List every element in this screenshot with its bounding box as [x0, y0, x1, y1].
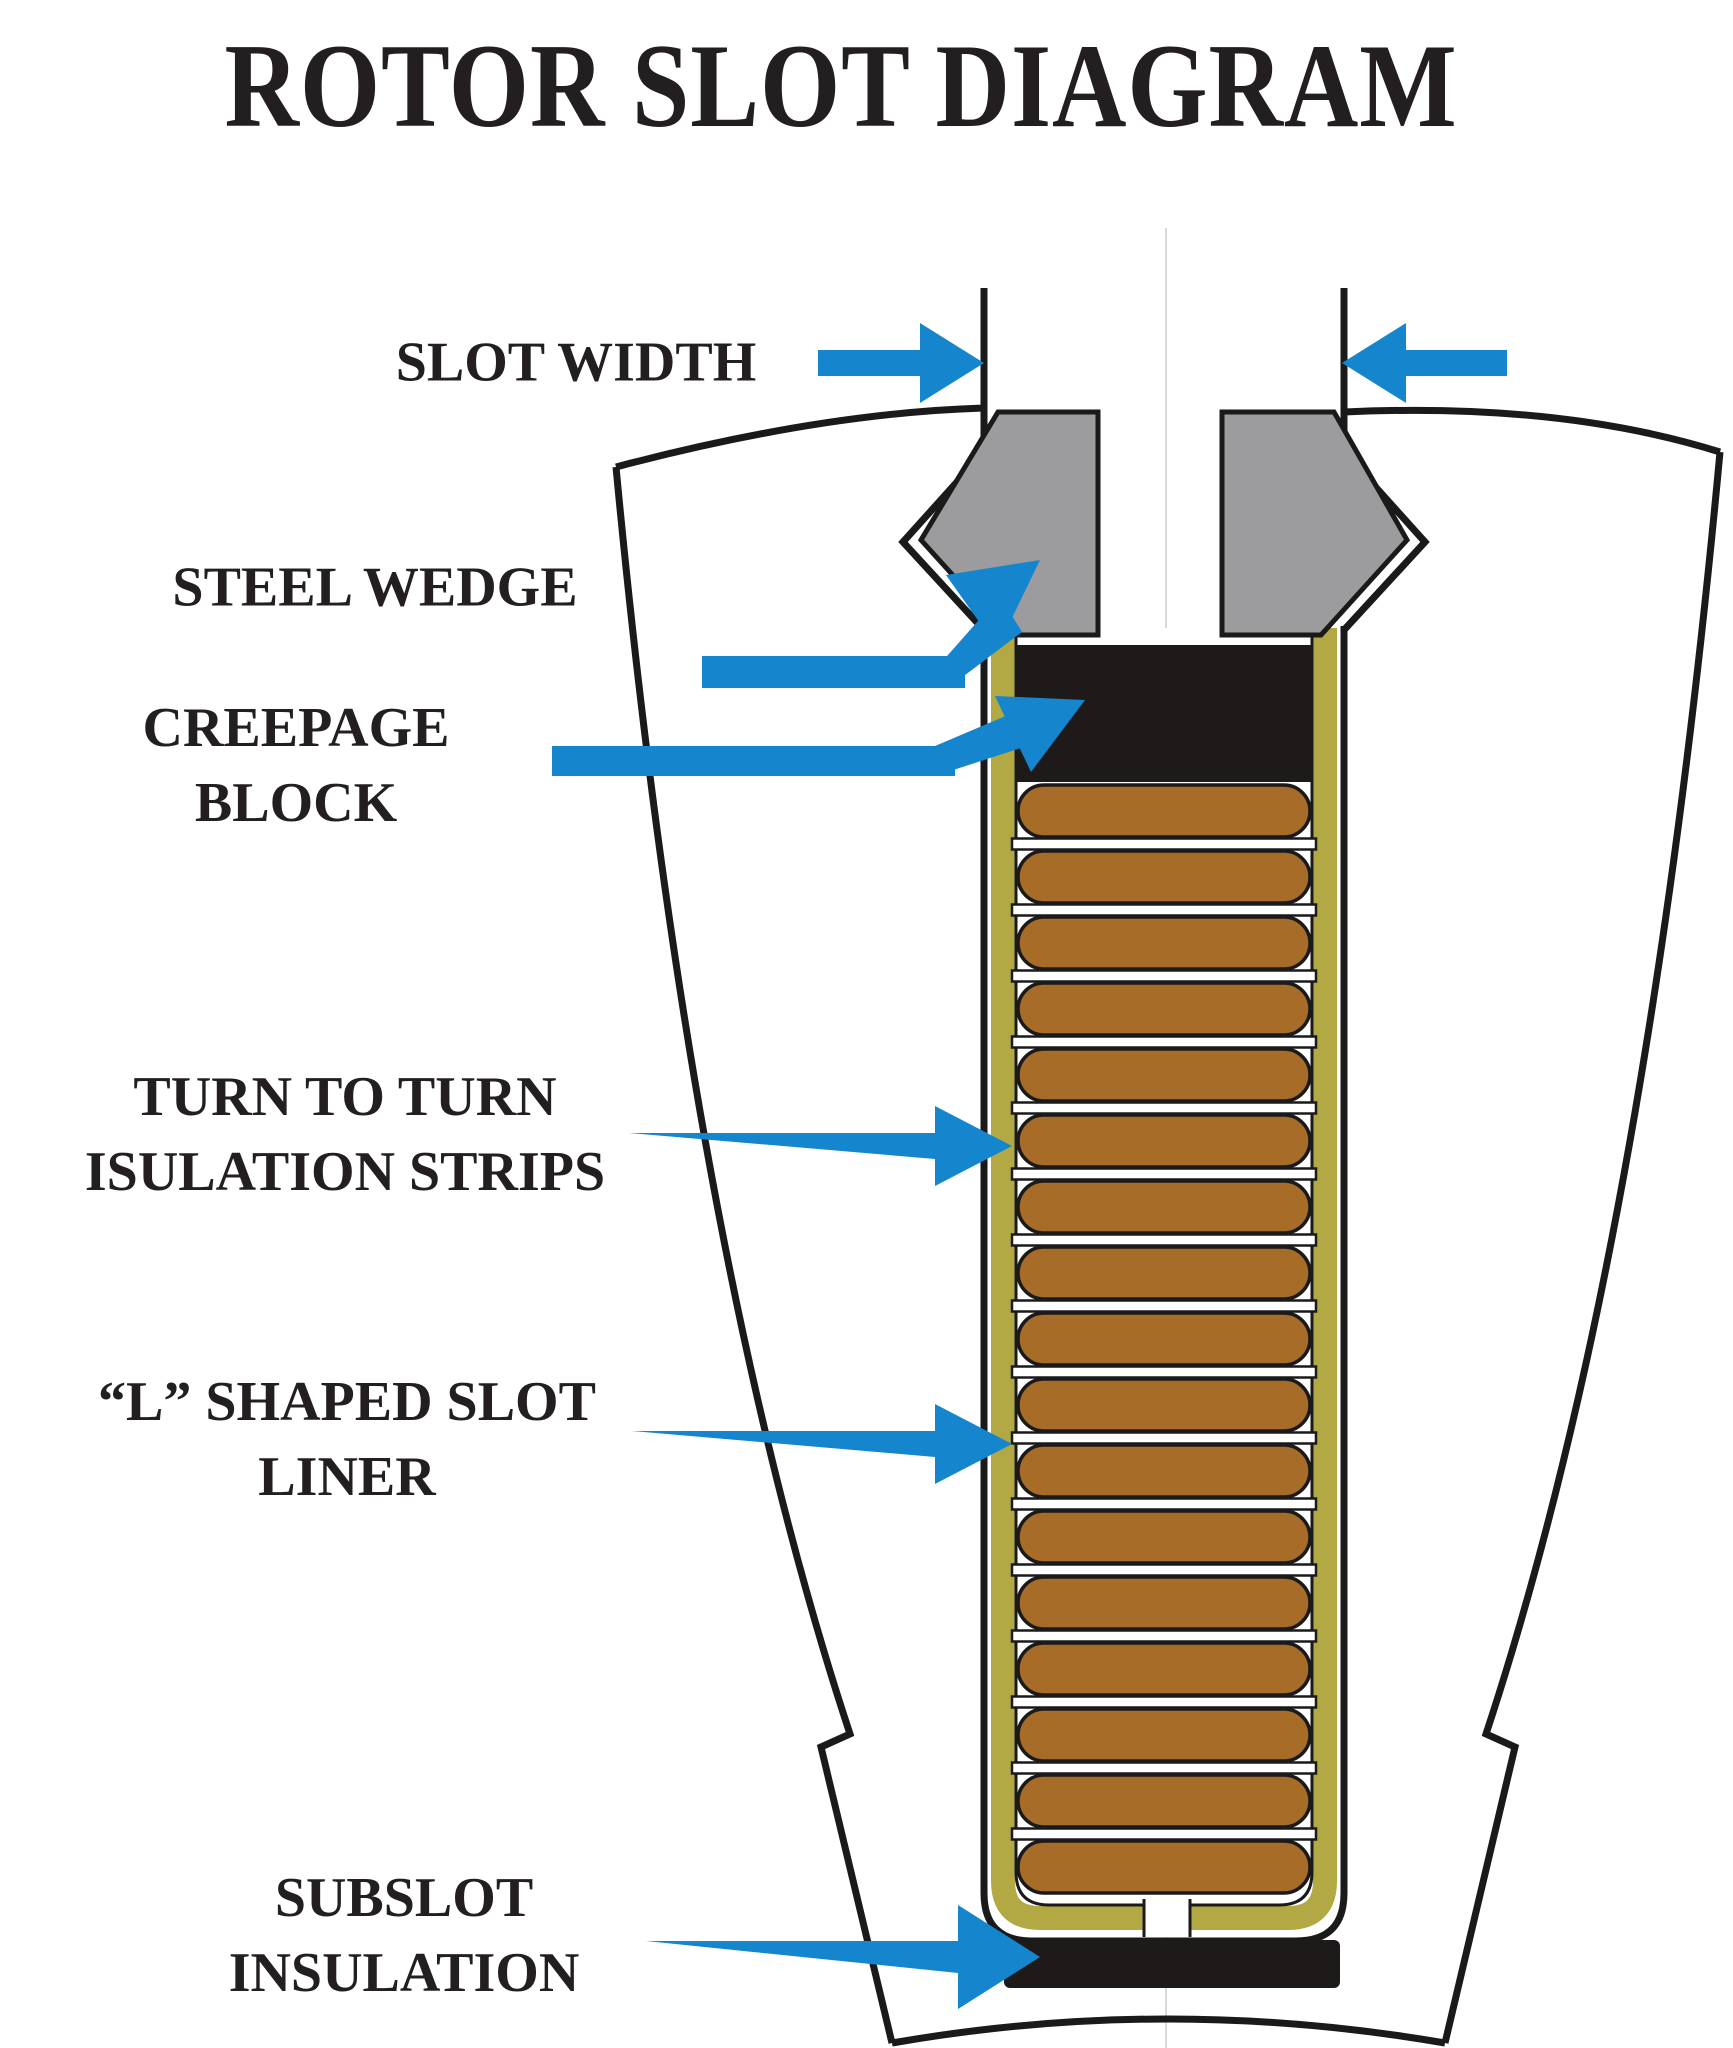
- page-title: ROTOR SLOT DIAGRAM: [224, 19, 1458, 152]
- subslot-arrow-icon: [646, 1905, 1040, 2009]
- label-subslot: SUBSLOT INSULATION: [229, 1861, 580, 2011]
- turn-insulation-strip: [1010, 1827, 1318, 1841]
- subslot-insulation-shape: [1004, 1940, 1340, 1988]
- conductor-stack: [1016, 783, 1312, 1895]
- turn-to-turn-arrow-icon: [629, 1106, 1012, 1186]
- copper-conductor-turn: [1016, 783, 1312, 839]
- turn-insulation-strip: [1010, 837, 1318, 851]
- copper-conductor-turn: [1016, 1377, 1312, 1433]
- label-creepage-block: CREEPAGE BLOCK: [143, 691, 450, 841]
- turn-insulation-strip: [1010, 1233, 1318, 1247]
- steel-wedge-arrow-icon: [702, 560, 1040, 688]
- turn-insulation-strip: [1010, 1365, 1318, 1379]
- slot-width-arrow-right-icon: [1342, 323, 1507, 403]
- label-liner-line1: “L” SHAPED SLOT: [98, 1371, 596, 1433]
- copper-conductor-turn: [1016, 915, 1312, 971]
- label-turn-line1: TURN TO TURN: [133, 1066, 557, 1128]
- copper-conductor-turn: [1016, 1839, 1312, 1895]
- tooth-bottom-arc: [891, 2015, 1446, 2047]
- copper-conductor-turn: [1016, 1707, 1312, 1763]
- turn-insulation-strip: [1010, 1299, 1318, 1313]
- liner-bottom-notch: [1142, 1899, 1192, 1937]
- turn-insulation-strip: [1010, 1167, 1318, 1181]
- turn-insulation-strip: [1010, 903, 1318, 917]
- label-turn-line2: ISULATION STRIPS: [84, 1141, 606, 1203]
- turn-insulation-strip: [1010, 1431, 1318, 1445]
- slot-width-arrow-left-icon: [818, 323, 984, 403]
- label-creepage-line1: CREEPAGE: [142, 697, 450, 759]
- turn-insulation-strip: [1010, 1035, 1318, 1049]
- turn-insulation-strip: [1010, 1563, 1318, 1577]
- label-steel-wedge: STEEL WEDGE: [172, 556, 578, 619]
- copper-conductor-turn: [1016, 849, 1312, 905]
- copper-conductor-turn: [1016, 1311, 1312, 1367]
- tooth-right-edge: [1441, 451, 1724, 2044]
- label-l-shaped-liner: “L” SHAPED SLOT LINER: [98, 1365, 596, 1515]
- copper-conductor-turn: [1016, 1179, 1312, 1235]
- copper-conductor-turn: [1016, 1245, 1312, 1301]
- label-subslot-line1: SUBSLOT: [274, 1867, 534, 1929]
- slot-liner-arrow-icon: [632, 1404, 1012, 1484]
- copper-conductor-turn: [1016, 1047, 1312, 1103]
- tooth-top-edge-right: [1343, 406, 1722, 456]
- copper-conductor-turn: [1016, 1113, 1312, 1169]
- steel-wedge-right-piece: [1219, 409, 1411, 638]
- turn-insulation-strip: [1010, 1101, 1318, 1115]
- callout-arrows: [552, 323, 1507, 2009]
- turn-insulation-strip: [1010, 969, 1318, 983]
- label-slot-width: SLOT WIDTH: [395, 331, 757, 394]
- label-creepage-line2: BLOCK: [194, 772, 398, 834]
- turn-insulation-strip: [1010, 1497, 1318, 1511]
- label-subslot-line2: INSULATION: [228, 1942, 580, 2004]
- copper-conductor-turn: [1016, 1773, 1312, 1829]
- turn-insulation-strip: [1010, 1629, 1318, 1643]
- creepage-block-arrow-icon: [552, 696, 1085, 776]
- label-turn-to-turn: TURN TO TURN ISULATION STRIPS: [85, 1060, 605, 1210]
- tooth-left-edge: [612, 466, 896, 2044]
- copper-conductor-turn: [1016, 1575, 1312, 1631]
- copper-conductor-turn: [1016, 1443, 1312, 1499]
- tooth-outline: [612, 404, 1724, 2047]
- copper-conductor-turn: [1016, 1641, 1312, 1697]
- turn-insulation-strip: [1010, 1761, 1318, 1775]
- tooth-top-edge-left: [615, 404, 985, 471]
- copper-conductor-turn: [1016, 1509, 1312, 1565]
- turn-insulation-strip: [1010, 1695, 1318, 1709]
- copper-conductor-turn: [1016, 981, 1312, 1037]
- label-liner-line2: LINER: [258, 1446, 436, 1508]
